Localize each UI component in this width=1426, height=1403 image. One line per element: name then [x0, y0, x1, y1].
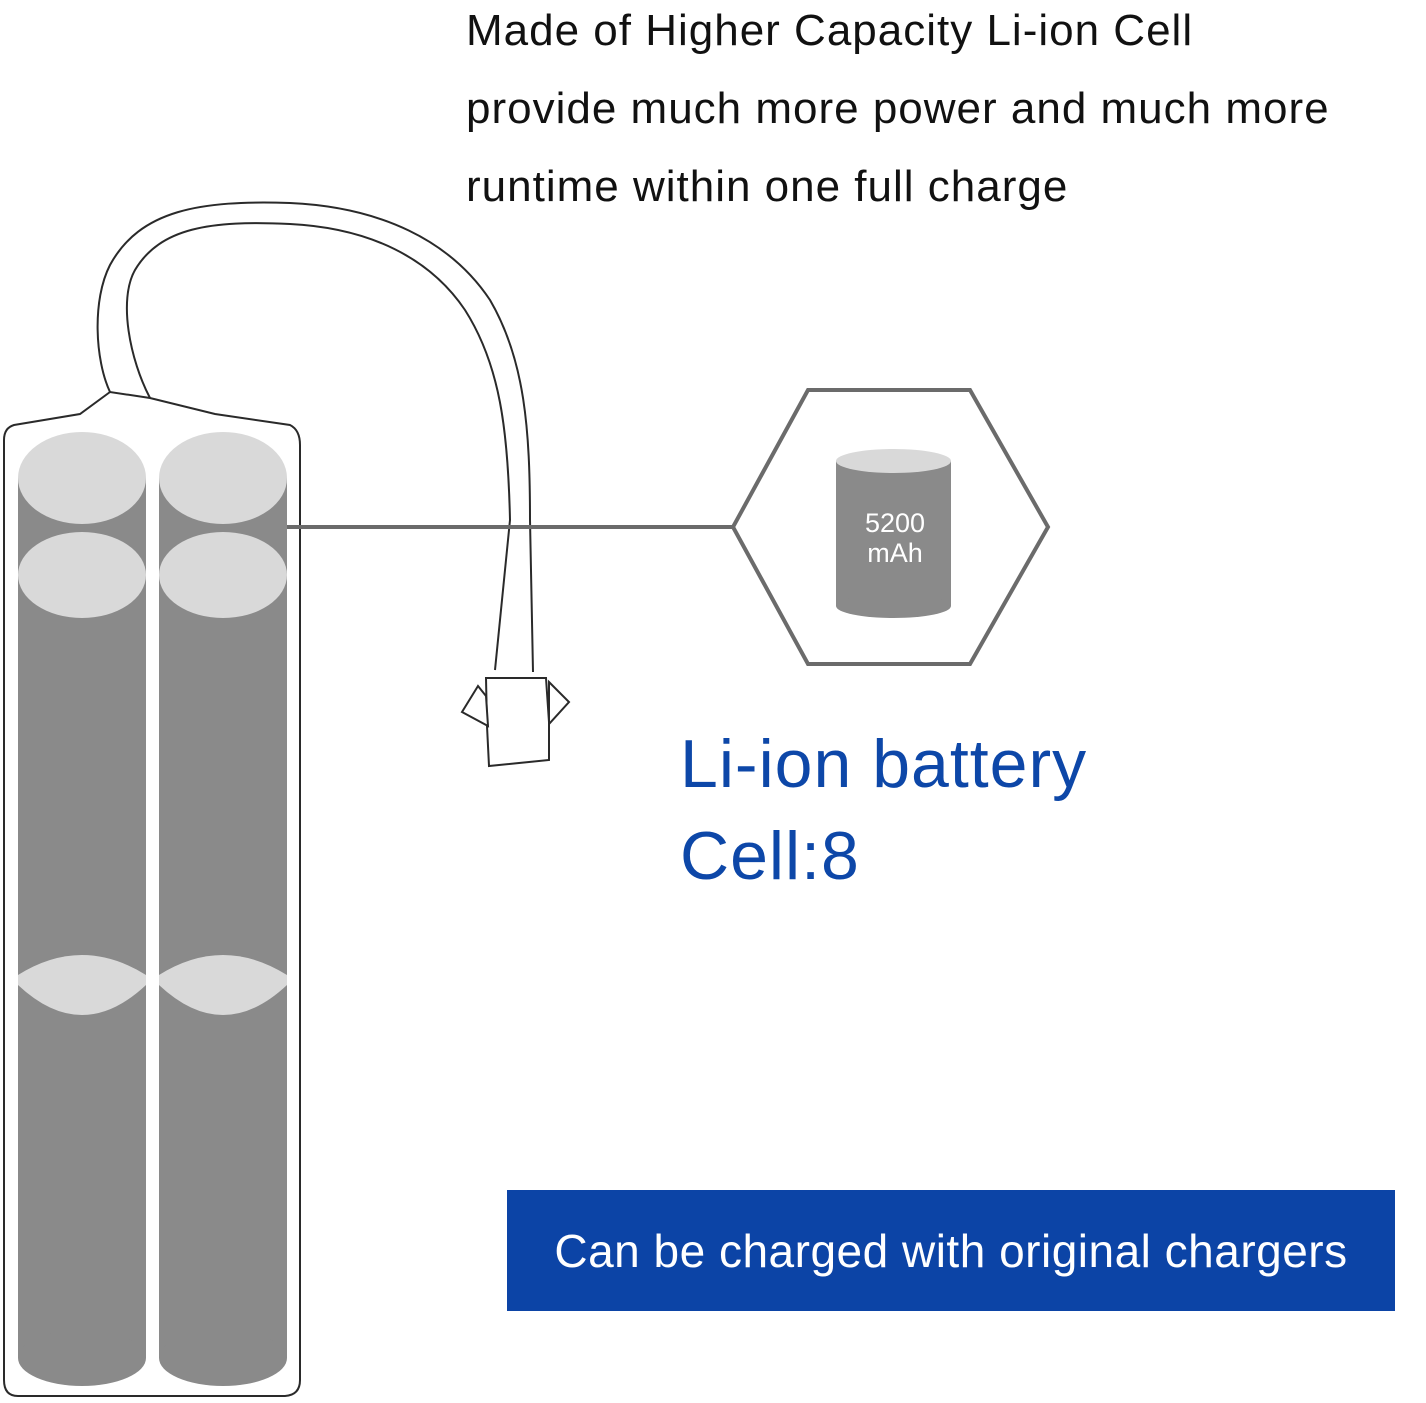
headline: Made of Higher Capacity Li-ion Cell prov… — [466, 0, 1424, 226]
cell-count: Cell:8 — [680, 818, 860, 894]
battery-type: Li-ion battery — [680, 726, 1088, 802]
cell-capacity-label: 5200 mAh — [830, 508, 960, 568]
cell-column-right — [159, 432, 287, 1386]
headline-line-2: provide much more power and much more — [466, 84, 1330, 133]
cell-capacity-value: 5200 — [864, 508, 926, 538]
headline-line-1: Made of Higher Capacity Li-ion Cell — [466, 6, 1194, 55]
headline-line-3: runtime within one full charge — [466, 162, 1069, 211]
cell-icon — [836, 449, 951, 618]
wire-icon — [96, 201, 534, 673]
cell-capacity-unit: mAh — [867, 538, 923, 568]
charger-banner: Can be charged with original chargers — [507, 1190, 1395, 1311]
cell-column-left — [18, 432, 146, 1386]
battery-info: Li-ion battery Cell:8 — [680, 718, 1087, 902]
connector-plug-icon — [460, 677, 571, 768]
